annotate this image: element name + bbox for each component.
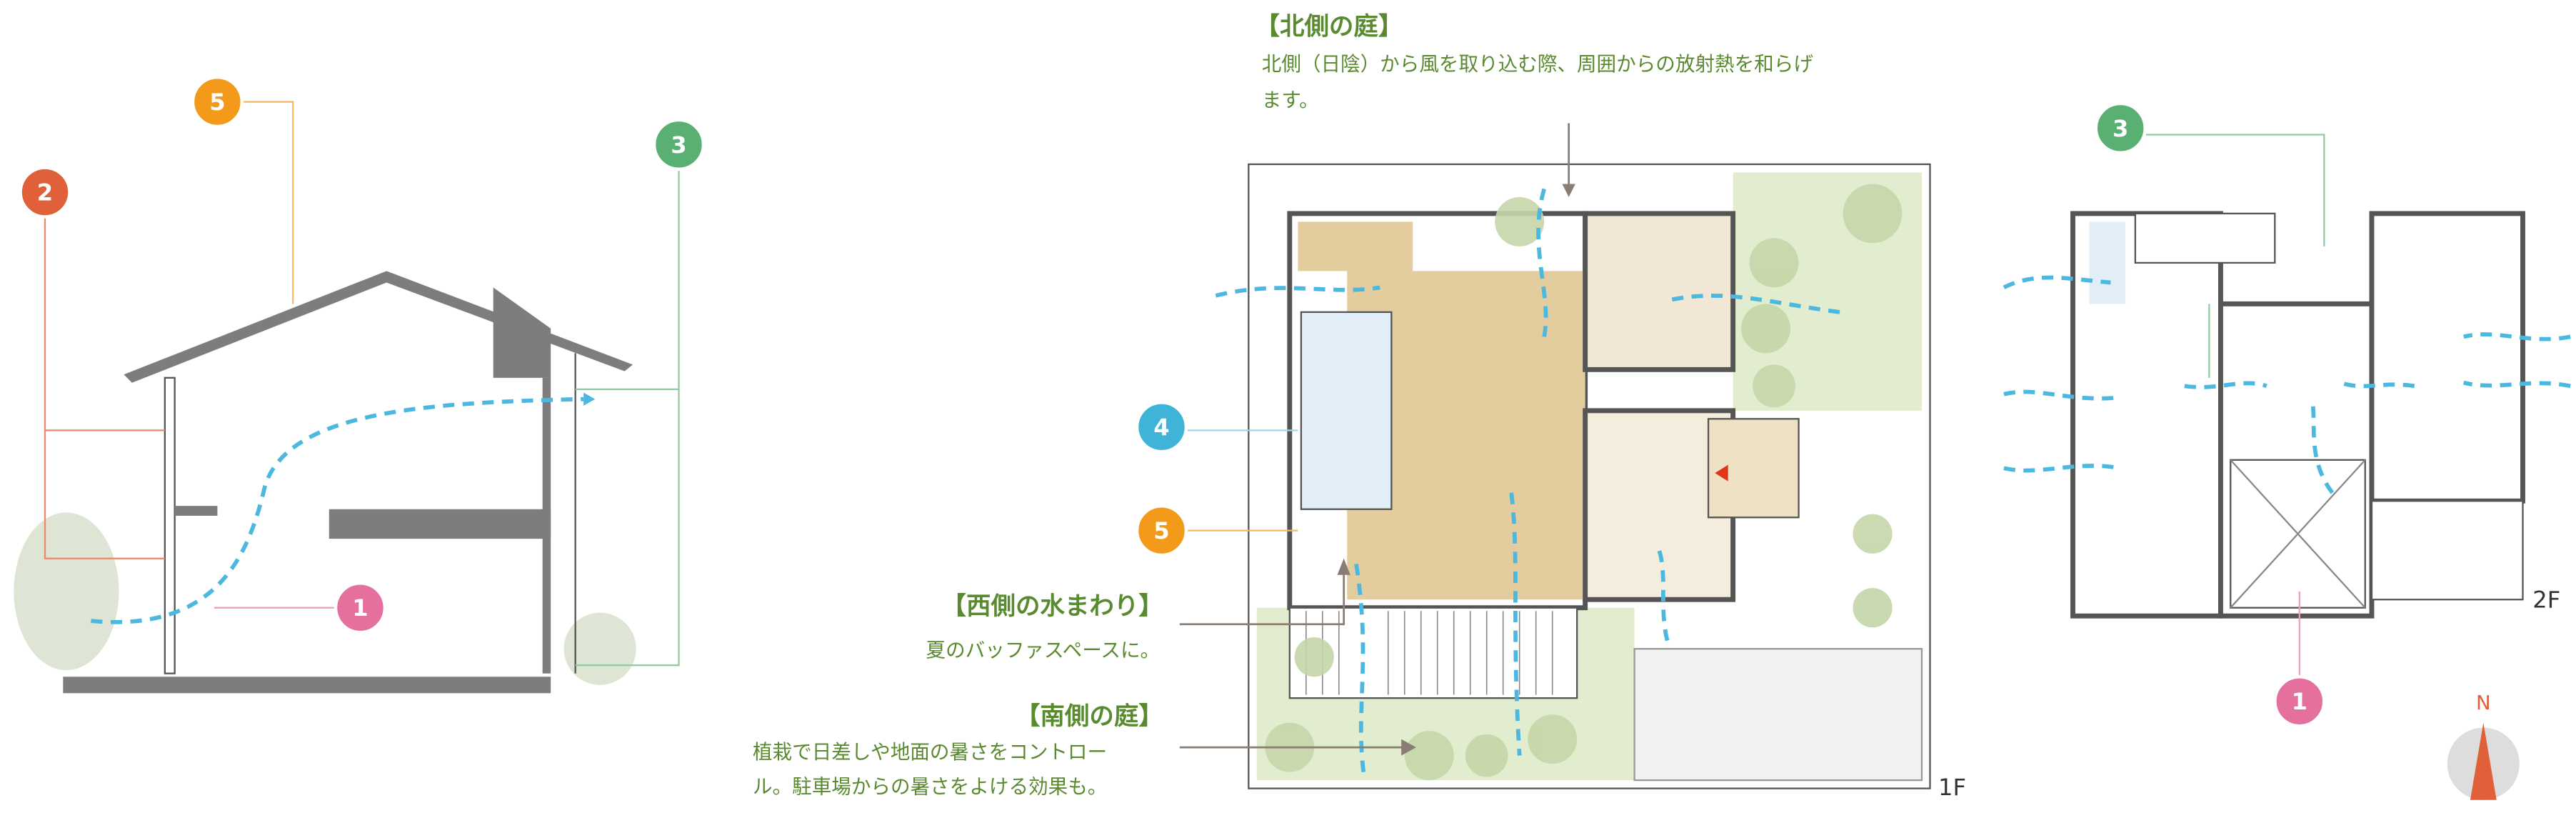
airflow xyxy=(2184,381,2267,389)
kitchen xyxy=(1583,211,1736,372)
entrance xyxy=(1707,418,1800,519)
marker-4: 4 xyxy=(1135,401,1188,454)
airflow-entry xyxy=(1657,549,1670,642)
balcony xyxy=(174,506,218,516)
tree-right xyxy=(563,612,636,685)
annotation-north-garden: 【北側の庭】 北側（日陰）から風を取り込む際、周囲からの放射熱を和らげ ます。 xyxy=(1256,12,1813,111)
floor-slab xyxy=(329,509,551,539)
annotation-west-wet-area: 【西側の水まわり】 夏のバッファスペースに。 xyxy=(926,592,1163,662)
wall-west xyxy=(164,376,176,674)
compass: N xyxy=(2447,691,2520,800)
airflow xyxy=(2310,401,2335,494)
airflow-section xyxy=(91,396,584,624)
svg-text:5: 5 xyxy=(209,89,225,116)
svg-text:4: 4 xyxy=(1153,414,1169,441)
compass-north-label: N xyxy=(2476,691,2491,714)
svg-text:1: 1 xyxy=(2292,688,2307,715)
airflow-south xyxy=(1509,492,1522,756)
leader-2 xyxy=(44,213,165,559)
airflow xyxy=(2003,464,2120,473)
toilet-2f xyxy=(2089,221,2126,304)
floor-label-2f: 2F xyxy=(2532,587,2560,614)
arrow-head xyxy=(583,392,596,406)
west-wet-area-line: 夏のバッファスペースに。 xyxy=(926,639,1161,662)
roof xyxy=(124,271,633,383)
marker-3-2f: 3 xyxy=(2094,101,2147,155)
roof-box xyxy=(493,287,551,378)
svg-text:5: 5 xyxy=(1153,517,1169,544)
trees xyxy=(1265,184,1903,781)
arrow-head xyxy=(1337,558,1350,575)
leader-3 xyxy=(575,164,680,667)
north-garden-line: ます。 xyxy=(1262,88,1319,111)
marker-1-2f: 1 xyxy=(2273,674,2326,728)
north-garden-line: 北側（日陰）から風を取り込む際、周囲からの放射熱を和らげ xyxy=(1262,52,1813,76)
ground-slab xyxy=(63,677,551,694)
svg-text:1: 1 xyxy=(352,594,368,622)
west-wet-area-title: 【西側の水まわり】 xyxy=(942,592,1163,621)
leader-west xyxy=(1179,567,1345,626)
marker-5: 5 xyxy=(191,75,244,129)
section-view xyxy=(14,101,680,694)
south-garden-line: ル。駐車場からの暑さをよける効果も。 xyxy=(753,775,1107,799)
leader-5 xyxy=(239,101,294,304)
bathroom xyxy=(1300,311,1393,510)
floor-plan-2f: 2F xyxy=(2003,134,2571,679)
svg-text:3: 3 xyxy=(671,131,686,159)
marker-1: 1 xyxy=(334,581,387,634)
arrow-head xyxy=(1401,739,1416,756)
arrow-head xyxy=(1562,184,1575,197)
airflow-west xyxy=(1215,285,1380,298)
marker-3: 3 xyxy=(652,118,706,171)
svg-text:3: 3 xyxy=(2113,115,2128,142)
airflow xyxy=(2340,380,2415,389)
stairs-2f xyxy=(2134,212,2276,264)
stairs xyxy=(1298,221,1413,271)
south-garden-title: 【南側の庭】 xyxy=(1016,702,1163,731)
south-garden-line: 植栽で日差しや地面の暑さをコントロー xyxy=(753,740,1107,764)
airflow-east xyxy=(1666,294,1840,314)
svg-text:2: 2 xyxy=(37,179,53,206)
markers: 5 2 3 1 4 5 3 1 xyxy=(19,75,2326,728)
tree-left xyxy=(14,512,119,671)
entrance-marker-icon xyxy=(1715,464,1728,482)
annotation-south-garden: 【南側の庭】 植栽で日差しや地面の暑さをコントロー ル。駐車場からの暑さをよける… xyxy=(753,702,1163,799)
leader-3-2f xyxy=(2143,134,2325,246)
compass-needle-icon xyxy=(2470,722,2497,800)
parking xyxy=(1633,648,1923,782)
airflow xyxy=(2003,389,2120,401)
floor-label-1f: 1F xyxy=(1938,774,1966,801)
north-garden-title: 【北側の庭】 xyxy=(1256,12,1403,41)
airflow-north xyxy=(1536,188,1548,337)
room-east xyxy=(2369,211,2525,504)
floor-plan-1f: 1F xyxy=(1179,123,1966,801)
wood-deck xyxy=(1288,607,1578,699)
marker-5-plan: 5 xyxy=(1135,504,1188,557)
balcony-2f xyxy=(2370,500,2524,601)
marker-2: 2 xyxy=(19,166,71,219)
